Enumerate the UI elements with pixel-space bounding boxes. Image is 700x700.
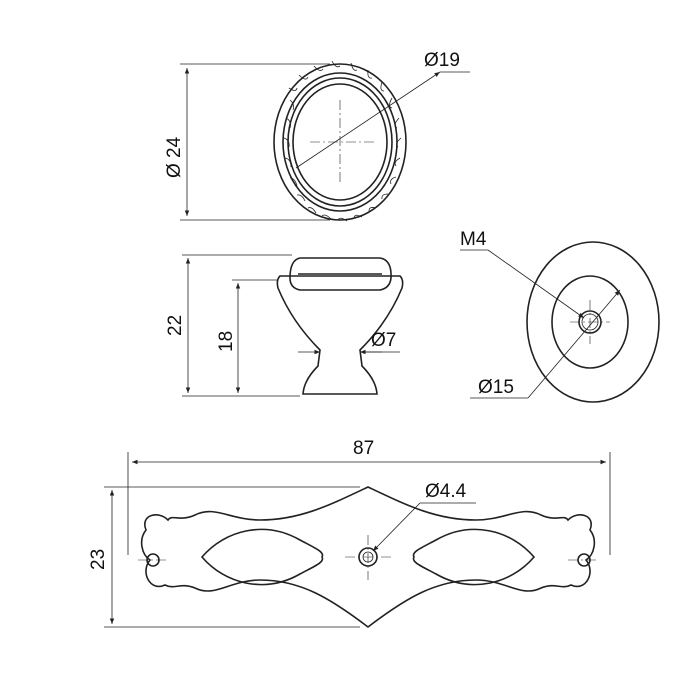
dim-inner-diameter: Ø19 xyxy=(424,50,460,71)
left-cutout xyxy=(200,528,324,586)
dim-thread: M4 xyxy=(460,229,487,250)
knob-bottom-view: M4 Ø15 xyxy=(460,229,660,403)
dim-hole-diameter: Ø4.4 xyxy=(425,481,467,502)
dim-outer-diameter: Ø 24 xyxy=(164,136,185,178)
knob-top-view: Ø19 Ø 24 xyxy=(164,50,470,222)
dim-base-diameter: Ø15 xyxy=(478,377,514,398)
right-cutout xyxy=(412,528,536,586)
dim-neck-diameter: Ø7 xyxy=(371,330,396,351)
dim-plate-height: 23 xyxy=(88,549,109,570)
base-outer xyxy=(526,241,660,403)
knob-body xyxy=(276,275,404,395)
knob-face xyxy=(292,83,388,201)
knob-side-view: 22 18 Ø7 xyxy=(165,254,404,397)
dim-plate-length: 87 xyxy=(353,438,374,459)
base-inner xyxy=(551,275,629,369)
dim-total-height: 22 xyxy=(165,315,186,336)
dim-body-height: 18 xyxy=(216,331,237,352)
knob-face-rim xyxy=(287,77,393,207)
knob-outer-ring xyxy=(273,63,407,221)
backplate-outline xyxy=(140,486,596,629)
rope-pattern xyxy=(283,60,402,222)
backplate-view: 87 23 Ø4.4 xyxy=(88,438,611,629)
knob-cap xyxy=(289,257,392,291)
